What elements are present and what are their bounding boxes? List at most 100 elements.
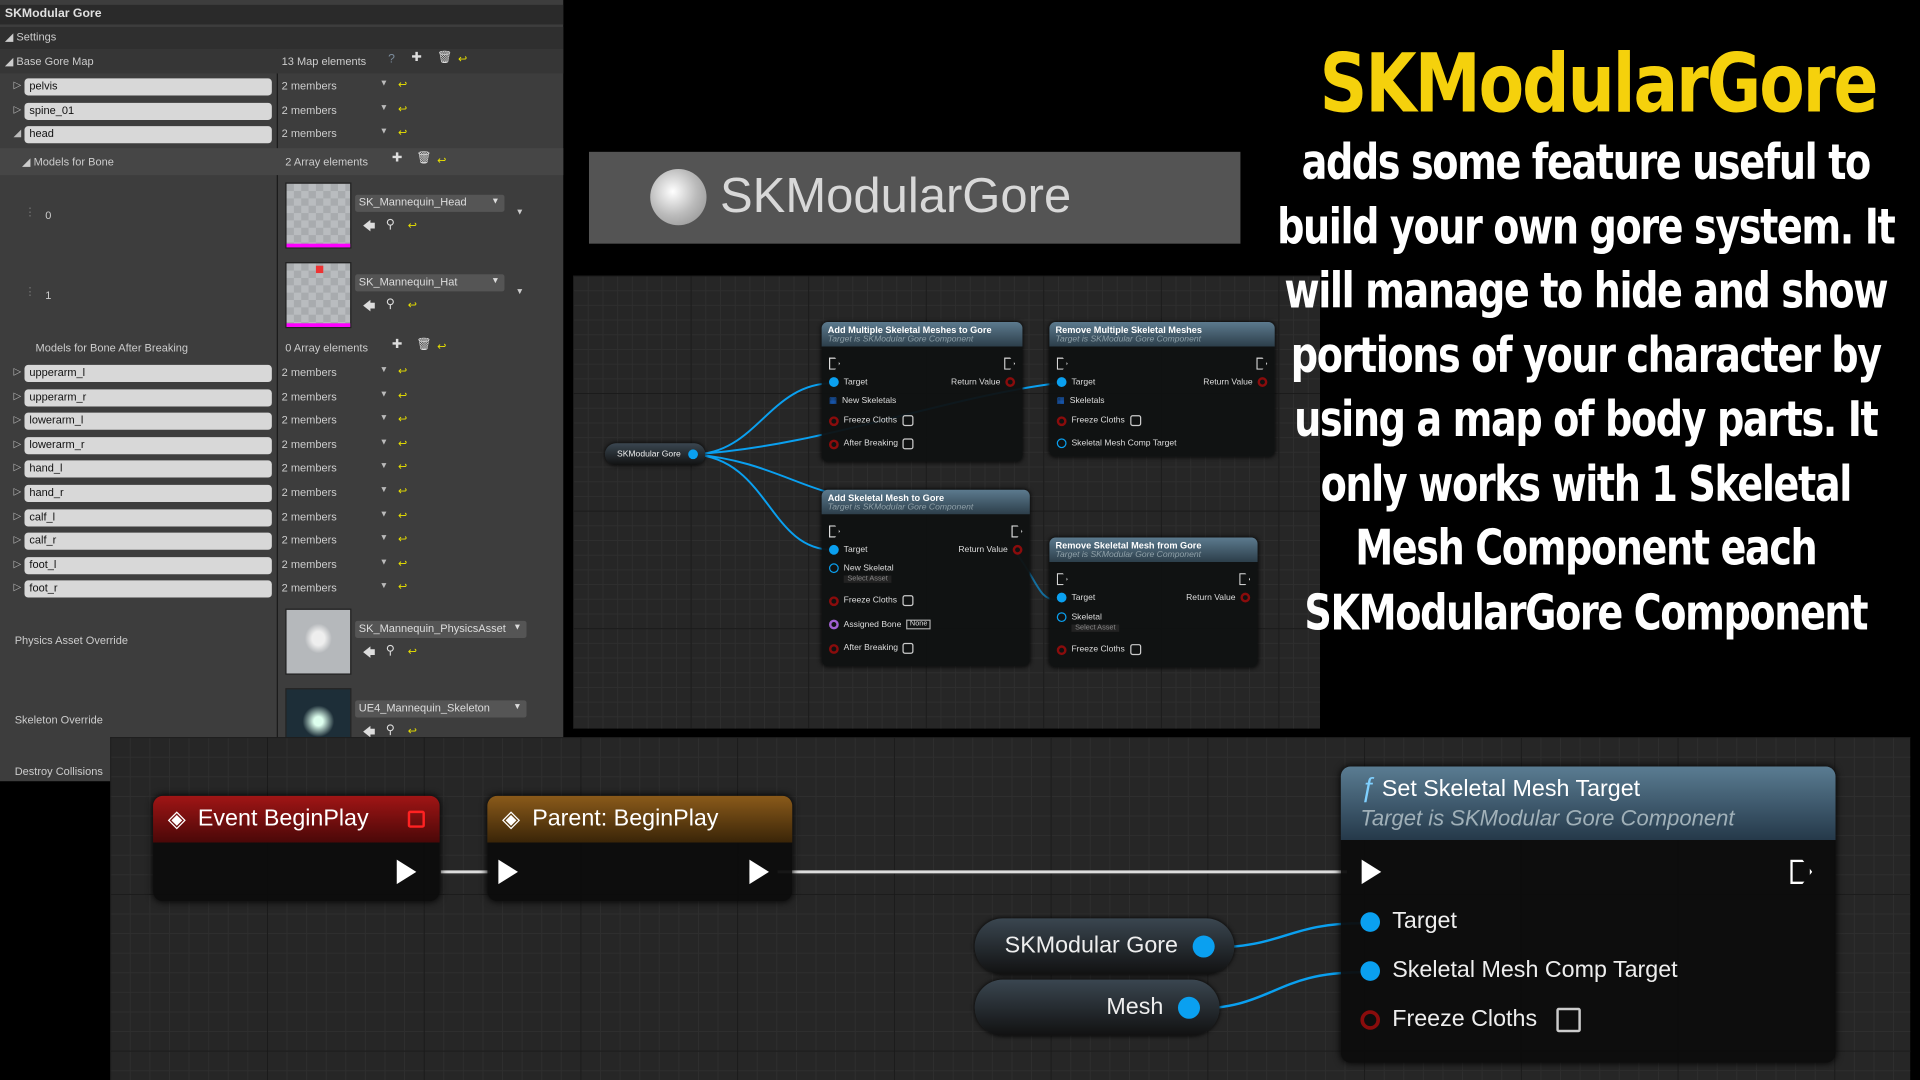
bone-name-input[interactable]: spine_01 (24, 102, 272, 120)
chevron-down-icon[interactable]: ▼ (379, 103, 389, 113)
trash-icon[interactable]: 🗑 (437, 51, 453, 65)
expand-arrow-icon[interactable]: ▷ (13, 582, 22, 594)
exec-out-pin[interactable] (1011, 525, 1023, 538)
expand-arrow-icon[interactable]: ▷ (13, 462, 22, 474)
exec-in-pin[interactable] (498, 859, 518, 885)
reset-icon[interactable]: ↩ (397, 364, 408, 378)
expand-arrow-icon[interactable]: ▷ (13, 366, 22, 378)
exec-out-pin[interactable] (749, 859, 769, 885)
bone-name-input[interactable]: foot_l (24, 556, 272, 575)
node-set-skeletal-mesh-target[interactable]: ƒ Set Skeletal Mesh Target Target is SKM… (1340, 766, 1836, 1063)
trash-icon[interactable]: 🗑 (416, 337, 432, 352)
pin-return-value[interactable]: Return Value (1203, 377, 1268, 387)
pin-target[interactable]: Target (828, 544, 868, 555)
models-for-bone-toggle[interactable]: ◢ Models for Bone (22, 155, 114, 168)
base-gore-map-toggle[interactable]: ◢ Base Gore Map (4, 55, 94, 68)
add-element-icon[interactable]: ✚ (391, 151, 403, 166)
pin-new-skeletals[interactable]: ▦New Skeletals (828, 396, 897, 406)
chevron-down-icon[interactable]: ▼ (379, 534, 389, 543)
use-selected-icon[interactable]: 🡄 (362, 646, 376, 661)
physics-asset-picker[interactable]: SK_Mannequin_PhysicsAsset▼ (355, 620, 527, 638)
help-icon[interactable]: ? (388, 52, 395, 67)
pin-target[interactable]: Target (1360, 909, 1457, 936)
exec-out-pin[interactable] (1004, 357, 1016, 370)
bone-name-input[interactable]: hand_l (24, 460, 272, 479)
pin-skeletal-mesh-comp-target[interactable]: Skeletal Mesh Comp Target (1360, 958, 1678, 985)
collapse-arrow-icon[interactable]: ◢ (13, 127, 22, 139)
chevron-down-icon[interactable]: ▼ (379, 438, 389, 447)
browse-icon[interactable]: ⚲ (385, 644, 395, 658)
variable-skmodular-gore[interactable]: SKModular Gore (974, 918, 1235, 975)
expand-arrow-icon[interactable]: ▷ (13, 510, 22, 522)
use-selected-icon[interactable]: 🡄 (362, 300, 376, 314)
chevron-down-icon[interactable]: ▼ (379, 462, 389, 471)
chevron-down-icon[interactable]: ▼ (379, 390, 389, 399)
drag-handle-icon[interactable]: ⋮ (24, 205, 36, 218)
reset-icon[interactable]: ↩ (397, 484, 408, 498)
expand-arrow-icon[interactable]: ▷ (13, 79, 22, 91)
node-parent-beginplay[interactable]: ◈Parent: BeginPlay (487, 795, 793, 902)
expand-arrow-icon[interactable]: ▷ (13, 438, 22, 450)
pin-freeze-cloths[interactable]: Freeze Cloths (1056, 415, 1141, 427)
skeleton-picker[interactable]: UE4_Mannequin_Skeleton▼ (355, 700, 527, 718)
exec-out-pin[interactable] (396, 859, 417, 885)
reset-icon[interactable]: ↩ (397, 126, 408, 139)
reset-icon[interactable]: ↩ (397, 532, 408, 546)
column-divider[interactable] (276, 48, 278, 782)
reset-icon[interactable]: ↩ (397, 412, 408, 426)
pin-new-skeletal[interactable]: New Skeletal (828, 563, 894, 574)
pin-after-breaking[interactable]: After Breaking (828, 438, 914, 450)
browse-icon[interactable]: ⚲ (385, 297, 395, 312)
bone-name-input[interactable]: lowerarm_l (24, 412, 272, 431)
browse-icon[interactable]: ⚲ (385, 723, 395, 738)
exec-in-pin[interactable] (1056, 573, 1068, 586)
bone-name-input[interactable]: head (24, 126, 272, 144)
asset-thumbnail[interactable] (285, 262, 352, 329)
blueprint-graph-event[interactable]: ◈Event BeginPlay ◈Parent: BeginPlay ƒ Se… (110, 737, 1911, 1080)
chevron-down-icon[interactable]: ▼ (379, 510, 389, 519)
output-pin[interactable] (1177, 996, 1201, 1019)
pin-return-value[interactable]: Return Value (1186, 592, 1251, 603)
reset-icon[interactable]: ↩ (397, 436, 408, 450)
variable-mesh[interactable]: Mesh (974, 979, 1220, 1036)
exec-in-pin[interactable] (828, 525, 841, 538)
asset-picker[interactable]: SK_Mannequin_Hat▼ (355, 274, 505, 292)
chevron-down-icon[interactable]: ▼ (379, 582, 389, 591)
chevron-down-icon[interactable]: ▼ (379, 127, 389, 136)
exec-in-pin[interactable] (828, 357, 841, 370)
bone-name-input[interactable]: upperarm_l (24, 364, 272, 383)
bone-name-input[interactable]: upperarm_r (24, 388, 272, 407)
reset-icon[interactable]: ↩ (407, 724, 417, 738)
pin-after-breaking[interactable]: After Breaking (828, 642, 914, 654)
exec-out-pin[interactable] (1239, 573, 1251, 586)
reset-icon[interactable]: ↩ (397, 388, 408, 402)
pin-freeze-cloths[interactable]: Freeze Cloths (828, 415, 913, 427)
drag-handle-icon[interactable]: ⋮ (24, 285, 36, 298)
element-options-chevron-icon[interactable]: ▼ (515, 208, 525, 217)
chevron-down-icon[interactable]: ▼ (379, 79, 389, 89)
checkbox[interactable] (902, 642, 914, 654)
add-element-icon[interactable]: ✚ (391, 337, 403, 352)
pin-skeletal[interactable]: Skeletal (1056, 612, 1102, 623)
output-pin[interactable] (1192, 935, 1215, 958)
bone-name-input[interactable]: lowerarm_r (24, 436, 272, 455)
node-event-beginplay[interactable]: ◈Event BeginPlay (153, 795, 440, 902)
blueprint-graph-functions[interactable]: SKModular Gore Add Multiple Skeletal Mes… (573, 275, 1321, 729)
chevron-down-icon[interactable]: ▼ (379, 366, 389, 375)
reset-icon[interactable]: ↩ (407, 645, 417, 658)
output-pin[interactable] (688, 449, 698, 460)
checkbox[interactable] (902, 438, 914, 450)
add-element-icon[interactable]: ✚ (411, 51, 422, 65)
exec-out-pin[interactable] (1790, 859, 1813, 885)
select-asset-dropdown[interactable]: Select Asset (1071, 624, 1120, 632)
reset-icon[interactable]: ↩ (407, 219, 417, 232)
reset-icon[interactable]: ↩ (397, 556, 408, 570)
expand-arrow-icon[interactable]: ▷ (13, 558, 22, 570)
checkbox[interactable] (901, 595, 913, 607)
assigned-bone-input[interactable]: None (906, 619, 932, 630)
pin-freeze-cloths[interactable]: Freeze Cloths (1056, 644, 1141, 656)
